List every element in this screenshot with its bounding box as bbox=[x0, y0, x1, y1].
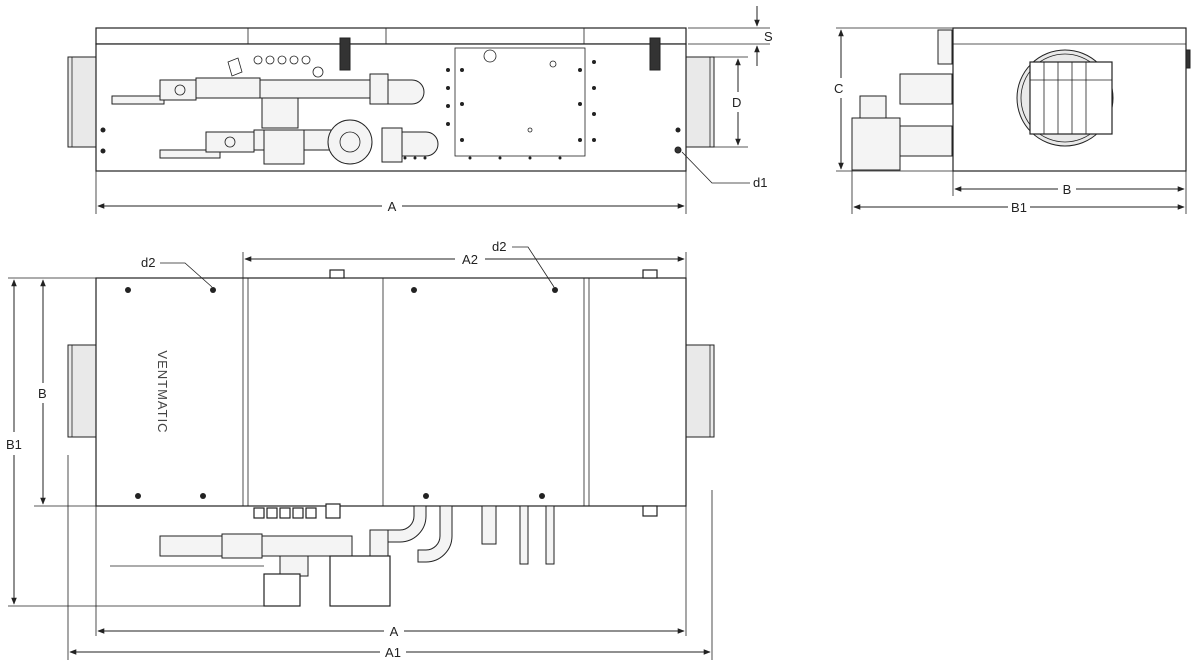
dim-label-d2-left: d2 bbox=[141, 255, 155, 270]
duct-left-top bbox=[67, 344, 97, 438]
duct-left bbox=[67, 56, 97, 148]
top-dimensions: A2 d2 d2 B B1 A A1 bbox=[6, 239, 713, 660]
dim-label-B1-top: B1 bbox=[6, 437, 22, 452]
dim-label-d2-right: d2 bbox=[492, 239, 506, 254]
rivets bbox=[100, 60, 681, 160]
upper-valve-assembly bbox=[111, 57, 425, 129]
terminal-row bbox=[253, 55, 324, 78]
latch bbox=[649, 37, 661, 71]
fan-wheel bbox=[1029, 61, 1113, 135]
d1-hole bbox=[674, 146, 682, 154]
top-view: VENTMATIC bbox=[67, 269, 715, 607]
front-dimensions: A S D d1 bbox=[95, 6, 773, 214]
top-body bbox=[95, 277, 687, 507]
dim-label-S: S bbox=[764, 29, 773, 44]
top-view-fittings bbox=[110, 503, 555, 607]
brand-logo: VENTMATIC bbox=[155, 350, 170, 433]
side-view bbox=[851, 27, 1191, 172]
lower-valve-assembly bbox=[159, 119, 439, 165]
dim-label-C: C bbox=[834, 81, 843, 96]
duct-right-top bbox=[685, 344, 715, 438]
side-dimensions: C B B1 bbox=[834, 27, 1187, 215]
dim-label-A1: A1 bbox=[385, 645, 401, 660]
dim-label-A-top: A bbox=[390, 624, 399, 639]
dim-label-B-side: B bbox=[1063, 182, 1072, 197]
front-view bbox=[67, 27, 715, 172]
dim-label-D: D bbox=[732, 95, 741, 110]
top-lid bbox=[95, 27, 687, 45]
access-panel bbox=[454, 47, 586, 157]
dim-label-B-top: B bbox=[38, 386, 47, 401]
dim-label-d1: d1 bbox=[753, 175, 767, 190]
dim-label-A: A bbox=[388, 199, 397, 214]
top-rivets bbox=[125, 287, 558, 499]
dim-label-B1-side: B1 bbox=[1011, 200, 1027, 215]
latch bbox=[339, 37, 351, 71]
duct-right bbox=[685, 56, 715, 148]
dim-label-A2: A2 bbox=[462, 252, 478, 267]
